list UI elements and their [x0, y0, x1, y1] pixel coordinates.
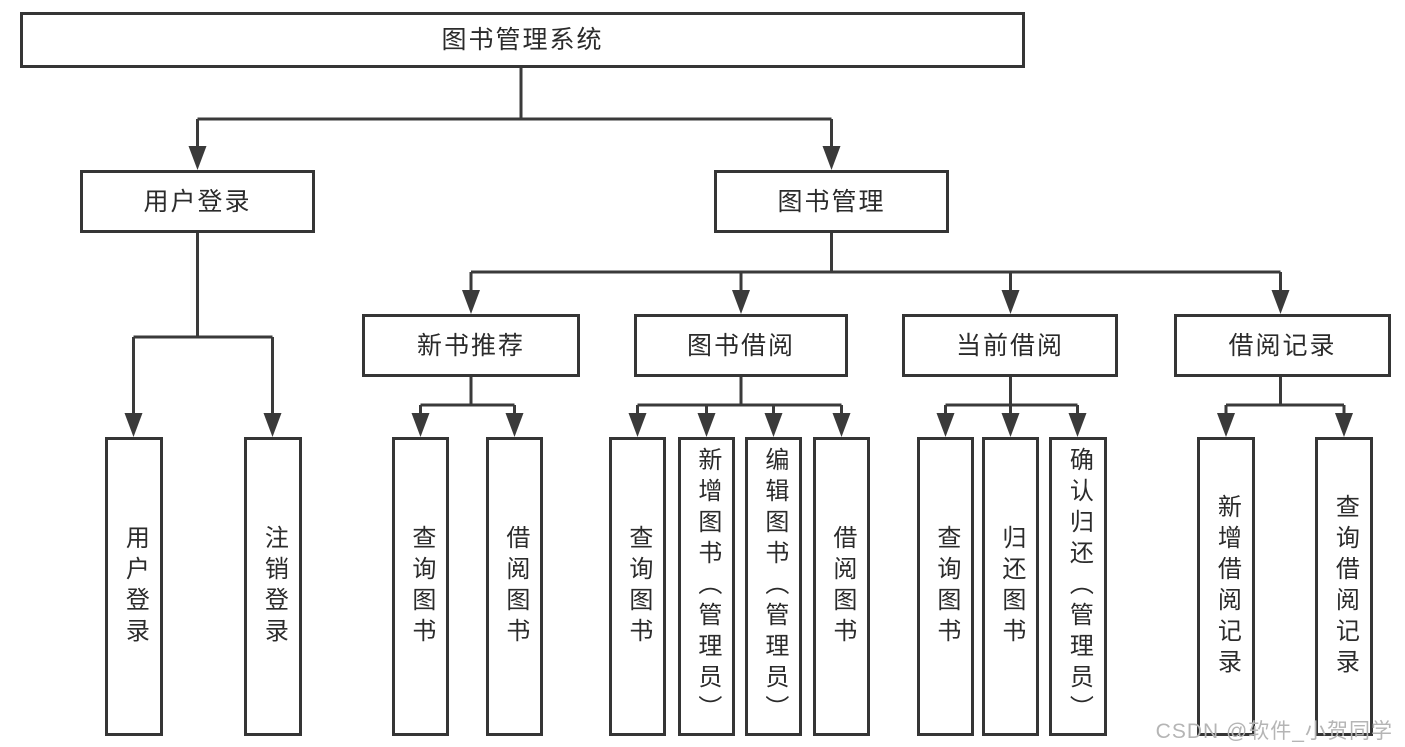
node-borrowing-records: 借阅记录 — [1174, 314, 1391, 377]
leaf-query-borrow-record: 查询借阅记录 — [1315, 437, 1373, 736]
arrow-down-icon — [1217, 413, 1235, 437]
node-library-management-system: 图书管理系统 — [20, 12, 1025, 68]
node-new-book-recommend: 新书推荐 — [362, 314, 580, 377]
arrow-down-icon — [1068, 413, 1087, 437]
leaf-query-books-current: 查询图书 — [917, 437, 974, 736]
csdn-watermark: CSDN @软件_小贺同学 — [1155, 720, 1393, 743]
leaf-add-borrow-record: 新增借阅记录 — [1197, 437, 1255, 736]
arrow-down-icon — [822, 146, 841, 170]
arrow-down-icon — [411, 413, 430, 437]
arrow-down-icon — [505, 413, 524, 437]
leaf-return-book: 归还图书 — [982, 437, 1039, 736]
leaf-query-books-borrowing: 查询图书 — [609, 437, 666, 736]
arrow-down-icon — [764, 413, 783, 437]
node-current-borrowing: 当前借阅 — [902, 314, 1118, 377]
arrow-down-icon — [1001, 290, 1020, 314]
leaf-confirm-return-admin: 确认归还（管理员） — [1049, 437, 1107, 736]
arrow-down-icon — [832, 413, 851, 437]
node-user-login: 用户登录 — [80, 170, 315, 233]
arrow-down-icon — [1271, 290, 1290, 314]
arrow-down-icon — [732, 290, 750, 314]
arrow-down-icon — [263, 413, 282, 437]
leaf-user-login: 用户登录 — [105, 437, 163, 736]
leaf-borrow-books: 借阅图书 — [813, 437, 870, 736]
arrow-down-icon — [697, 413, 716, 437]
arrow-down-icon — [462, 290, 480, 314]
arrow-down-icon — [936, 413, 955, 437]
arrow-down-icon — [124, 413, 143, 437]
arrow-down-icon — [1335, 413, 1353, 437]
arrow-down-icon — [188, 146, 207, 170]
leaf-query-books-recommend: 查询图书 — [392, 437, 449, 736]
node-book-borrowing: 图书借阅 — [634, 314, 848, 377]
arrow-down-icon — [1001, 413, 1020, 437]
leaf-borrow-books-recommend: 借阅图书 — [486, 437, 543, 736]
node-book-management: 图书管理 — [714, 170, 949, 233]
leaf-add-book-admin: 新增图书（管理员） — [678, 437, 735, 736]
leaf-logout: 注销登录 — [244, 437, 302, 736]
arrow-down-icon — [628, 413, 647, 437]
leaf-edit-book-admin: 编辑图书（管理员） — [745, 437, 802, 736]
